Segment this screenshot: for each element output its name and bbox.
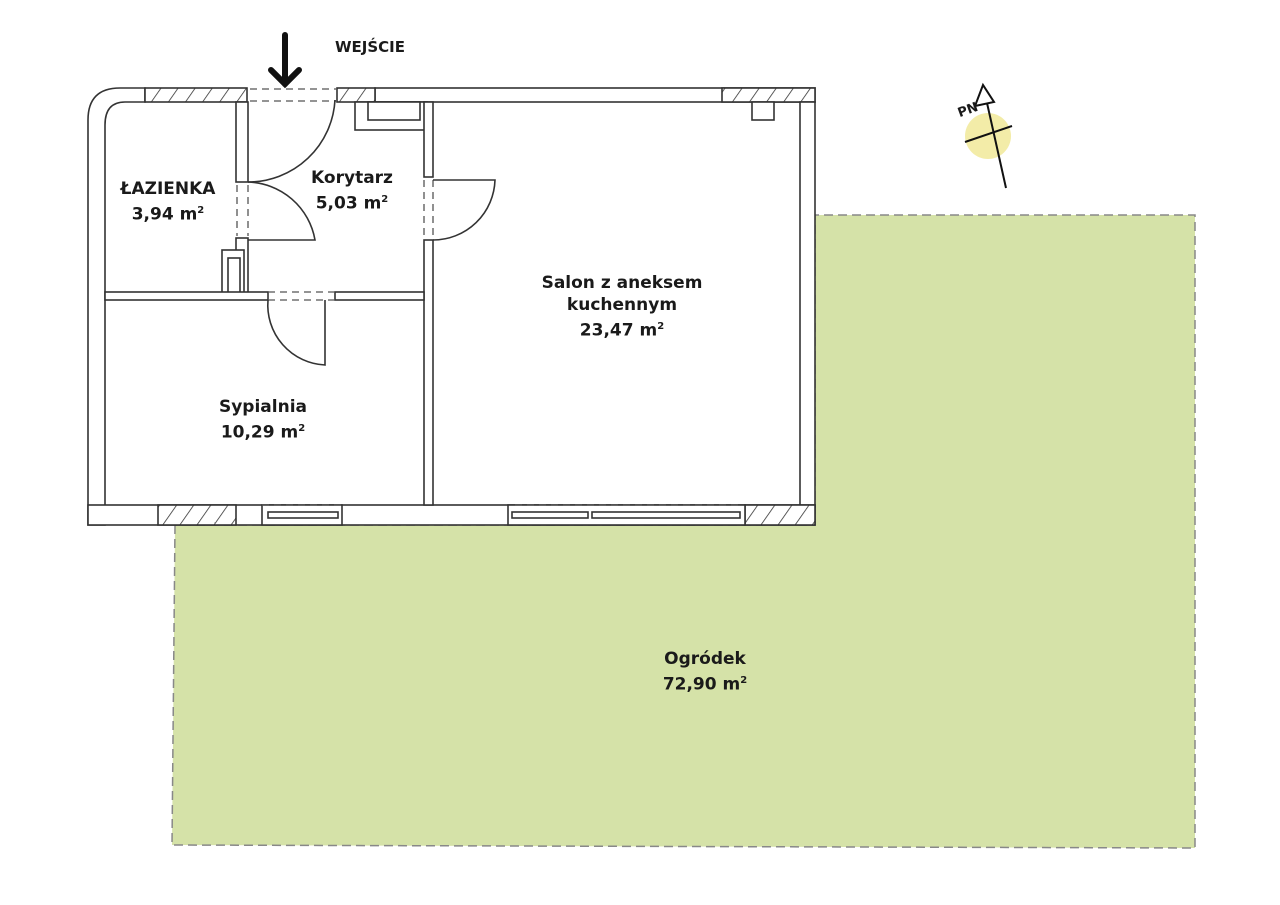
entry-door-swing <box>247 99 336 183</box>
outer-wall-left <box>87 87 146 526</box>
room-area: 3,94 m <box>131 204 198 225</box>
room-name: Sypialnia <box>218 397 308 417</box>
unit-sup: 2 <box>740 675 748 686</box>
entrance-label: WEJŚCIE <box>334 38 406 56</box>
room-bathroom-label: ŁAZIENKA 3,94 m2 <box>121 178 216 226</box>
room-area: 23,47 m <box>579 320 658 341</box>
salon-door-swing <box>432 179 496 241</box>
room-area: 10,29 m <box>220 422 299 443</box>
room-bedroom-label: Sypialnia 10,29 m2 <box>219 396 307 444</box>
room-corridor-label: Korytarz 5,03 m2 <box>311 167 393 215</box>
unit-sup: 2 <box>197 205 205 216</box>
column-top-mid <box>336 87 376 103</box>
room-name: ŁAZIENKA <box>120 179 216 199</box>
unit-sup: 2 <box>298 423 306 434</box>
column-bottom-left <box>157 504 237 526</box>
column-top-left <box>144 87 248 103</box>
bedroom-door-swing <box>267 299 326 366</box>
room-garden-label: Ogródek 72,90 m2 <box>663 648 747 696</box>
room-name-line2: kuchennym <box>566 295 678 315</box>
room-name: Korytarz <box>311 168 393 188</box>
column-bottom-right <box>744 504 816 526</box>
bathroom-door-swing <box>247 181 316 241</box>
room-name: Ogródek <box>664 649 746 669</box>
unit-sup: 2 <box>657 321 665 332</box>
room-salon-label: Salon z aneksem kuchennym 23,47 m2 <box>542 272 703 342</box>
outer-wall-right <box>799 101 816 508</box>
north-compass-icon <box>964 82 1013 189</box>
room-area: 5,03 m <box>315 193 382 214</box>
entrance-arrow-icon <box>268 32 302 89</box>
room-area: 72,90 m <box>662 674 741 695</box>
room-name: Salon z aneksem <box>541 273 703 293</box>
unit-sup: 2 <box>381 194 389 205</box>
column-top-right <box>721 87 816 103</box>
